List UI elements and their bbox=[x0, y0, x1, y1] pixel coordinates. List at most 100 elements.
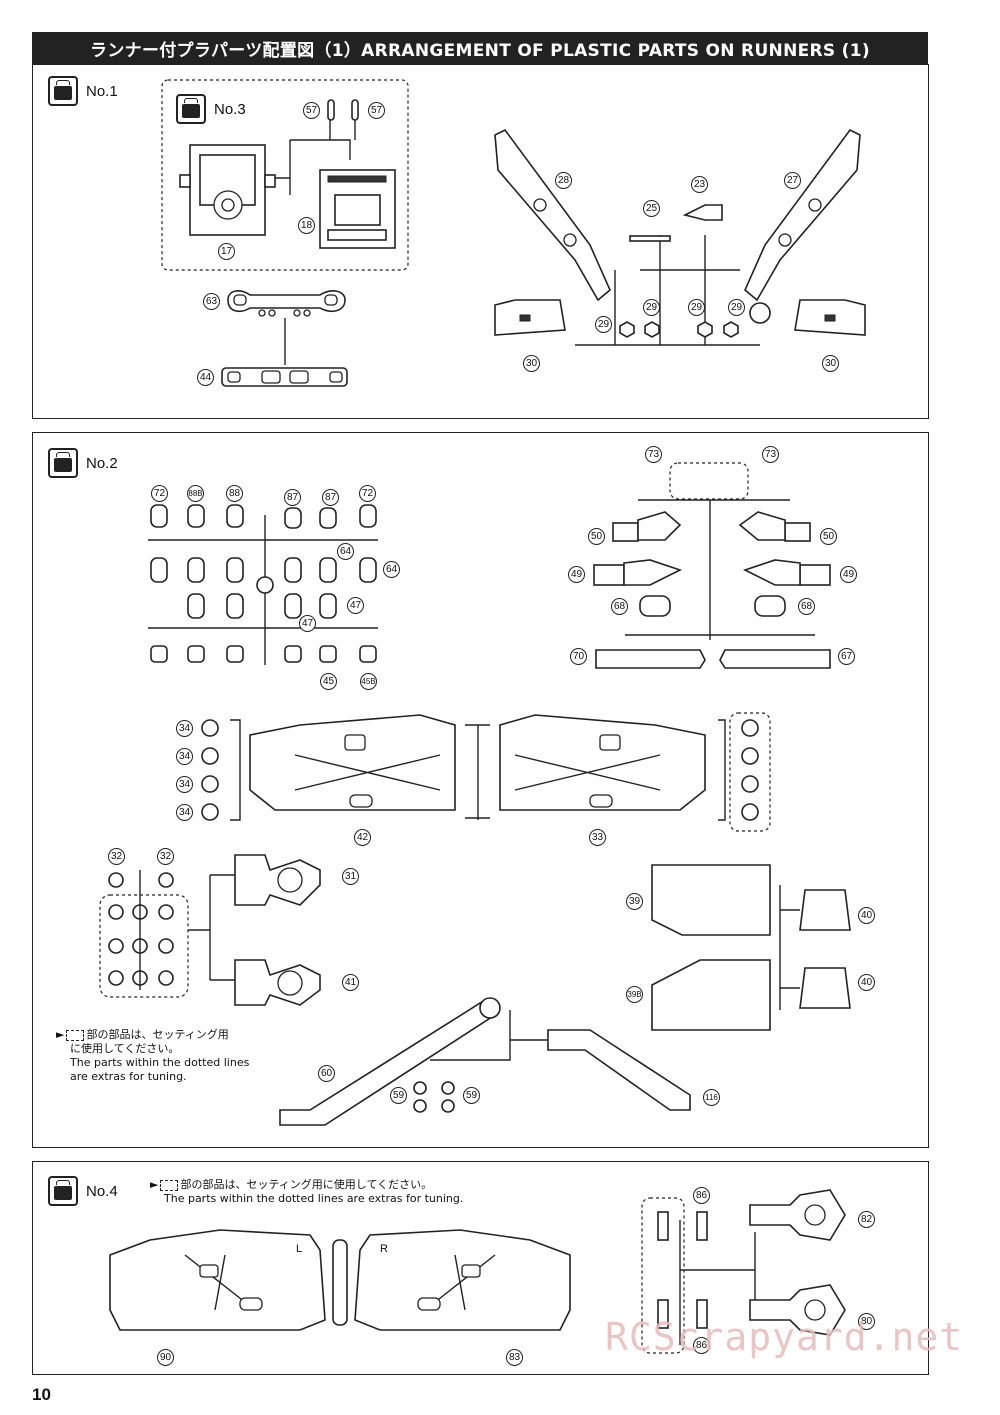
page-number: 10 bbox=[32, 1385, 51, 1404]
runner-label-no4: No.4 bbox=[48, 1176, 118, 1206]
note-jp-line2: に使用してください。 bbox=[70, 1042, 180, 1055]
part-number-57: 57 bbox=[303, 102, 320, 119]
part-number-23: 23 bbox=[691, 176, 708, 193]
part-number-30: 30 bbox=[822, 355, 839, 372]
part-number-28: 28 bbox=[555, 172, 572, 189]
part-number-47: 47 bbox=[299, 615, 316, 632]
right-side-mark: R bbox=[380, 1243, 388, 1255]
part-number-60: 60 bbox=[318, 1065, 335, 1082]
note-line: ► 部の部品は、セッティング用 bbox=[56, 1028, 249, 1042]
part-number-29: 29 bbox=[688, 299, 705, 316]
part-number-39: 39 bbox=[626, 893, 643, 910]
parts-bag-icon bbox=[48, 76, 78, 106]
runner-name: No.3 bbox=[214, 100, 246, 118]
part-number-39b: 39B bbox=[626, 986, 643, 1003]
nuts-59 bbox=[413, 1081, 455, 1113]
part-number-41: 41 bbox=[342, 974, 359, 991]
part-number-50: 50 bbox=[588, 528, 605, 545]
part-number-72: 72 bbox=[151, 485, 168, 502]
washers-34 bbox=[201, 719, 759, 821]
part-number-73: 73 bbox=[762, 446, 779, 463]
part-number-64: 64 bbox=[383, 561, 400, 578]
part-number-30: 30 bbox=[523, 355, 540, 372]
part-number-18: 18 bbox=[298, 217, 315, 234]
runner-label-no3: No.3 bbox=[176, 94, 246, 124]
note-jp: 部の部品は、セッティング用に使用してください。 bbox=[180, 1178, 433, 1191]
part-number-59: 59 bbox=[463, 1087, 480, 1104]
part-number-68: 68 bbox=[798, 598, 815, 615]
cover-18 bbox=[319, 169, 396, 249]
note-en-line1: The parts within the dotted lines bbox=[70, 1056, 250, 1069]
note-extras-panel2: ► 部の部品は、セッティング用 に使用してください。 The parts with… bbox=[56, 1028, 249, 1084]
part-number-116: 116 bbox=[703, 1089, 720, 1106]
part-number-86: 86 bbox=[693, 1187, 710, 1204]
runner-name: No.2 bbox=[86, 454, 118, 472]
note-jp-line1: 部の部品は、セッティング用 bbox=[86, 1028, 229, 1041]
part-number-80: 80 bbox=[858, 1313, 875, 1330]
part-number-29: 29 bbox=[595, 316, 612, 333]
suspension-arm-33 bbox=[499, 714, 706, 811]
part-number-44: 44 bbox=[197, 369, 214, 386]
page-title: ランナー付プラパーツ配置図（1）ARRANGEMENT OF PLASTIC P… bbox=[32, 32, 928, 64]
note-en: The parts within the dotted lines are ex… bbox=[164, 1192, 464, 1205]
part-number-31: 31 bbox=[342, 868, 359, 885]
part-number-87: 87 bbox=[284, 489, 301, 506]
dotted-box-icon bbox=[160, 1179, 179, 1191]
part-number-90: 90 bbox=[157, 1349, 174, 1366]
part-number-34: 34 bbox=[176, 748, 193, 765]
part-number-40: 40 bbox=[858, 974, 875, 991]
runner-label-no2: No.2 bbox=[48, 448, 118, 478]
left-side-mark: L bbox=[296, 1243, 303, 1255]
part-number-67: 67 bbox=[838, 648, 855, 665]
part-number-49: 49 bbox=[840, 566, 857, 583]
part-number-33: 33 bbox=[589, 829, 606, 846]
part-number-83: 83 bbox=[506, 1349, 523, 1366]
part-number-88b: 88B bbox=[187, 485, 204, 502]
dotted-box-icon bbox=[66, 1029, 85, 1041]
washers-32 bbox=[108, 872, 174, 986]
part-number-40: 40 bbox=[858, 907, 875, 924]
part-number-45b: 45B bbox=[360, 673, 377, 690]
part-number-27: 27 bbox=[784, 172, 801, 189]
part-number-70: 70 bbox=[570, 648, 587, 665]
part-number-50: 50 bbox=[820, 528, 837, 545]
arrow-right-icon: ► bbox=[56, 1028, 65, 1041]
part-number-29: 29 bbox=[643, 299, 660, 316]
part-number-88: 88 bbox=[226, 485, 243, 502]
runner-label-no1: No.1 bbox=[48, 76, 118, 106]
note-extras-panel4: ► 部の部品は、セッティング用に使用してください。 The parts withi… bbox=[150, 1178, 463, 1206]
part-number-45: 45 bbox=[320, 673, 337, 690]
part-number-47: 47 bbox=[347, 597, 364, 614]
parts-bag-icon bbox=[176, 94, 206, 124]
part-number-68: 68 bbox=[611, 598, 628, 615]
part-number-42: 42 bbox=[354, 829, 371, 846]
suspension-arm-90 bbox=[109, 1229, 326, 1331]
part-number-73: 73 bbox=[645, 446, 662, 463]
part-number-17: 17 bbox=[218, 243, 235, 260]
note-en-line2: are extras for tuning. bbox=[70, 1070, 187, 1083]
part-number-32: 32 bbox=[157, 848, 174, 865]
arrow-right-icon: ► bbox=[150, 1178, 159, 1191]
part-number-64: 64 bbox=[337, 543, 354, 560]
part-number-72: 72 bbox=[359, 485, 376, 502]
part-number-59: 59 bbox=[390, 1087, 407, 1104]
extras-dotted-box bbox=[161, 79, 409, 271]
part-number-49: 49 bbox=[568, 566, 585, 583]
part-number-34: 34 bbox=[176, 776, 193, 793]
part-number-34: 34 bbox=[176, 804, 193, 821]
suspension-arm-42 bbox=[249, 714, 456, 811]
part-number-32: 32 bbox=[108, 848, 125, 865]
part-number-87: 87 bbox=[322, 489, 339, 506]
part-number-86: 86 bbox=[693, 1337, 710, 1354]
part-number-34: 34 bbox=[176, 720, 193, 737]
runner-name: No.4 bbox=[86, 1182, 118, 1200]
part-number-63: 63 bbox=[203, 293, 220, 310]
gearbox-17 bbox=[179, 144, 276, 236]
part-number-82: 82 bbox=[858, 1211, 875, 1228]
runner-name: No.1 bbox=[86, 82, 118, 100]
part-number-29: 29 bbox=[728, 299, 745, 316]
parts-bag-icon bbox=[48, 448, 78, 478]
part-number-25: 25 bbox=[643, 200, 660, 217]
watermark: RCScrapyard.net bbox=[605, 1315, 964, 1359]
